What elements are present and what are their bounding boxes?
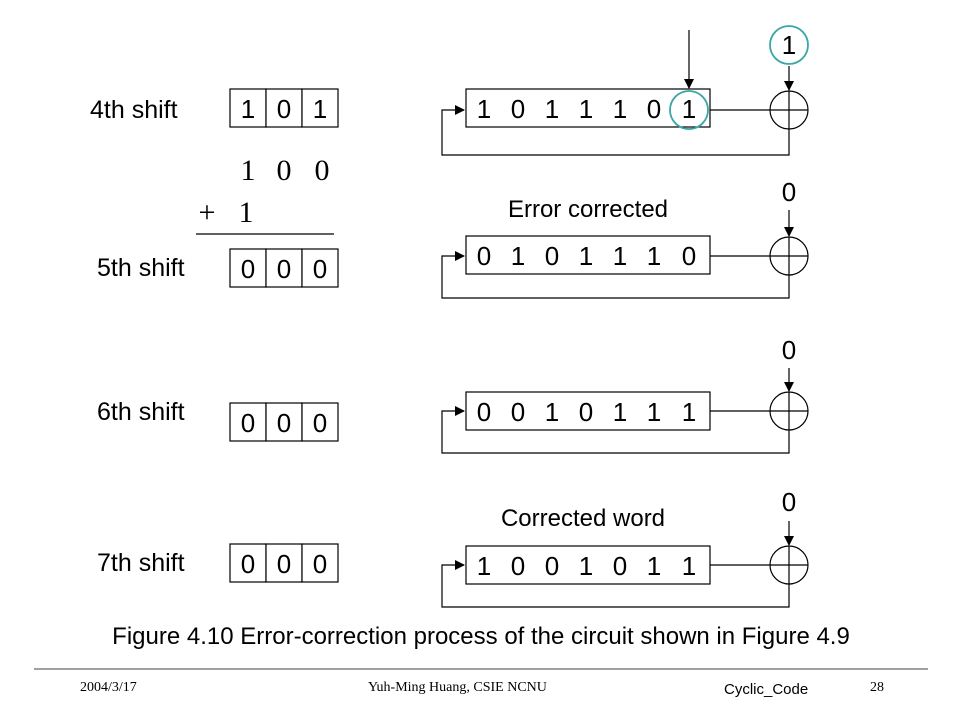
register-box [465, 235, 711, 275]
register-bit: 1 [545, 94, 559, 124]
register-bit: 0 [511, 94, 525, 124]
register-bit: 1 [682, 94, 696, 124]
register-bit: 0 [477, 241, 491, 271]
plus-sign: + [199, 196, 216, 229]
register-bit: 0 [511, 397, 525, 427]
shift-row-5th: 5th shift 0 0 0 Error corrected 0 1 0 1 … [97, 177, 809, 299]
footer-page-number: 28 [870, 680, 884, 695]
register-bit: 1 [613, 397, 627, 427]
register-bit: 0 [682, 241, 696, 271]
register-bit: 0 [613, 551, 627, 581]
register-bit: 1 [511, 241, 525, 271]
syndrome-cell [301, 402, 339, 442]
footer-date: 2004/3/17 [80, 680, 137, 695]
syndrome-cell [229, 88, 267, 128]
register-bit: 0 [477, 397, 491, 427]
register-bit: 1 [477, 94, 491, 124]
addend-bit: 0 [315, 154, 330, 187]
register-bit: 1 [647, 551, 661, 581]
addend-bit: 1 [241, 154, 256, 187]
footer-author: Yuh-Ming Huang, CSIE NCNU [368, 680, 547, 695]
shift-label: 6th shift [97, 398, 185, 426]
register-box [465, 391, 711, 431]
syndrome-cell [301, 248, 339, 288]
syndrome-bit: 0 [241, 549, 255, 579]
register-bit: 1 [613, 241, 627, 271]
gate-output-value: 0 [782, 335, 796, 365]
addend-bit: 1 [239, 196, 254, 229]
register-bit: 0 [579, 397, 593, 427]
syndrome-cell [229, 402, 267, 442]
register-bit: 1 [579, 241, 593, 271]
syndrome-bit: 0 [277, 549, 291, 579]
register-bit: 1 [477, 551, 491, 581]
syndrome-addition: 1 0 0 + 1 [196, 154, 334, 235]
syndrome-cell [265, 248, 303, 288]
syndrome-bit: 0 [277, 94, 291, 124]
syndrome-bit: 0 [313, 408, 327, 438]
feedback-loop [441, 560, 790, 608]
register-bit: 1 [682, 551, 696, 581]
register-box [465, 545, 711, 585]
register-bit: 0 [647, 94, 661, 124]
syndrome-cell [229, 543, 267, 583]
shift-row-7th: 7th shift 0 0 0 Corrected word 1 0 0 1 0… [97, 487, 809, 608]
register-bit: 1 [545, 397, 559, 427]
syndrome-cell [301, 543, 339, 583]
syndrome-bit: 0 [277, 408, 291, 438]
feedback-loop [441, 406, 790, 454]
shift-label: 5th shift [97, 254, 185, 282]
shift-label: 4th shift [90, 96, 178, 124]
register-bit: 0 [545, 241, 559, 271]
feedback-loop [441, 251, 790, 299]
syndrome-bit: 0 [313, 254, 327, 284]
register-bit: 1 [647, 241, 661, 271]
addend-bit: 0 [277, 154, 292, 187]
register-bit: 0 [545, 551, 559, 581]
register-title: Corrected word [501, 505, 665, 532]
register-bit: 1 [682, 397, 696, 427]
syndrome-cell [265, 543, 303, 583]
gate-output-value: 0 [782, 177, 796, 207]
register-bit: 1 [579, 94, 593, 124]
syndrome-bit: 1 [241, 94, 255, 124]
register-bit: 1 [579, 551, 593, 581]
syndrome-bit: 0 [241, 254, 255, 284]
syndrome-bit: 0 [313, 549, 327, 579]
syndrome-cell [301, 88, 339, 128]
syndrome-cell [265, 88, 303, 128]
register-bit: 1 [647, 397, 661, 427]
syndrome-bit: 0 [277, 254, 291, 284]
error-bit-highlight [669, 90, 709, 130]
shift-label: 7th shift [97, 549, 185, 577]
gate-output-value: 1 [782, 30, 796, 60]
feedback-loop [441, 105, 790, 156]
footer-topic: Cyclic_Code [724, 681, 808, 698]
register-title: Error corrected [508, 196, 668, 223]
register-bit: 1 [613, 94, 627, 124]
output-highlight [769, 25, 809, 65]
syndrome-bit: 0 [241, 408, 255, 438]
shift-row-4th: 4th shift 1 0 1 1 0 1 1 1 0 1 1 [90, 25, 809, 156]
gate-output-value: 0 [782, 487, 796, 517]
register-bit: 0 [511, 551, 525, 581]
shift-row-6th: 6th shift 0 0 0 0 0 1 0 1 1 1 0 [97, 335, 809, 454]
syndrome-bit: 1 [313, 94, 327, 124]
figure-caption: Figure 4.10 Error-correction process of … [112, 623, 850, 650]
